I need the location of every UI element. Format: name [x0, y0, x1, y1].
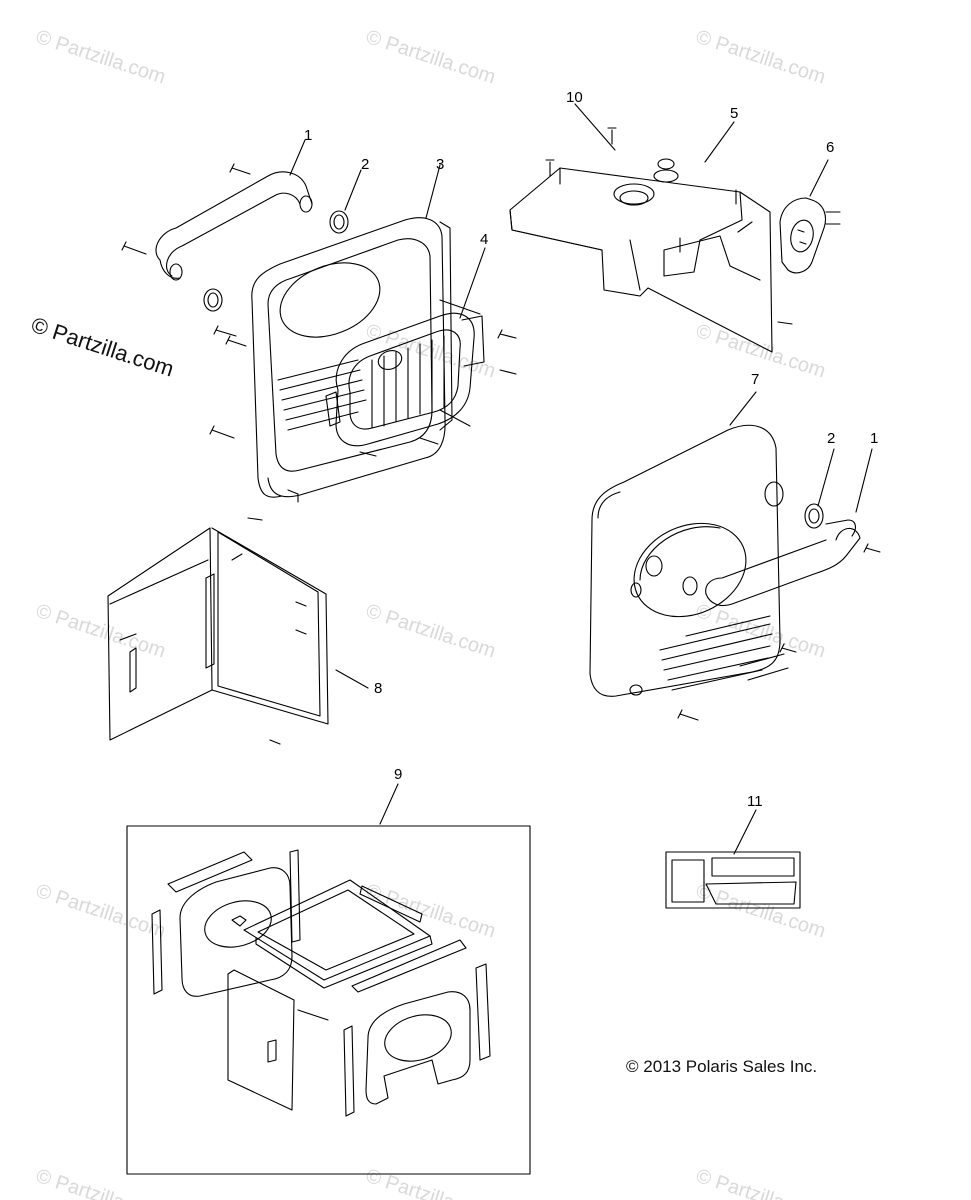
foam-kit-part-9 — [126, 783, 531, 1175]
callout-10: 10 — [566, 89, 583, 106]
callout-1-top: 1 — [304, 127, 313, 144]
callout-4: 4 — [480, 231, 489, 248]
callout-11: 11 — [747, 793, 763, 810]
callout-8: 8 — [374, 680, 383, 697]
callout-6: 6 — [826, 139, 835, 156]
handle-part-1-right — [677, 448, 881, 721]
handle-part-1-top — [121, 139, 313, 281]
grommet-part-2-top — [203, 169, 362, 337]
callout-1-right: 1 — [870, 430, 879, 447]
grille-part-4 — [325, 247, 517, 457]
callout-9: 9 — [394, 766, 403, 783]
cover-part-5 — [509, 103, 793, 353]
label-part-11 — [665, 809, 801, 909]
callout-2-top: 2 — [361, 156, 370, 173]
callout-2-right: 2 — [827, 430, 836, 447]
housing-part-7 — [589, 391, 784, 697]
callout-3: 3 — [436, 156, 445, 173]
callout-7: 7 — [751, 371, 760, 388]
panel-part-8 — [107, 517, 369, 745]
housing-part-3 — [209, 164, 453, 503]
callout-5: 5 — [730, 105, 739, 122]
copyright-notice: © 2013 Polaris Sales Inc. — [626, 1057, 818, 1076]
socket-part-6 — [779, 159, 841, 274]
